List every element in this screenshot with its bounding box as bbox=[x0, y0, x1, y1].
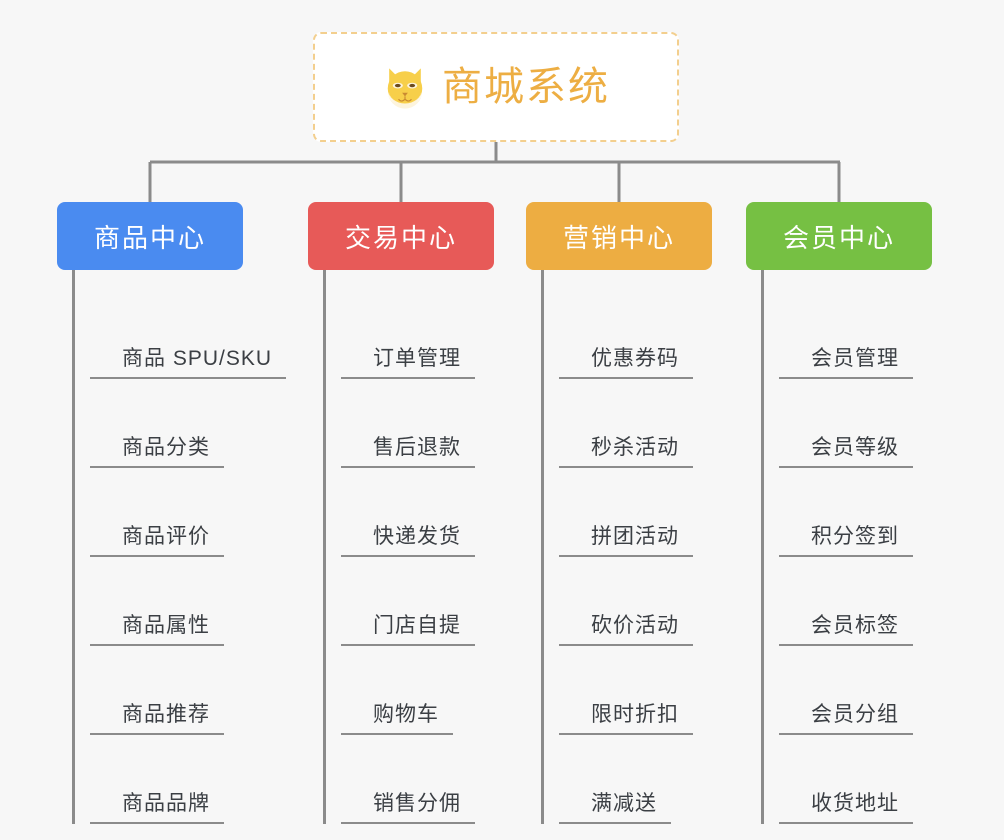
list-item[interactable]: 售后退款 bbox=[341, 379, 494, 468]
category-label-2: 营销中心 bbox=[562, 222, 675, 253]
leaf-label: 砍价活动 bbox=[559, 613, 693, 646]
list-item[interactable]: 限时折扣 bbox=[559, 646, 712, 735]
list-item[interactable]: 商品品牌 bbox=[90, 735, 243, 824]
leaf-label: 会员分组 bbox=[779, 702, 913, 735]
leaf-list-3: 会员管理 会员等级 积分签到 会员标签 会员分组 收货地址 bbox=[761, 270, 932, 824]
leaf-label: 订单管理 bbox=[341, 346, 475, 379]
list-item[interactable]: 会员等级 bbox=[779, 379, 932, 468]
category-column-3: 会员中心 会员管理 会员等级 积分签到 会员标签 会员分组 收货地址 bbox=[746, 202, 932, 824]
category-column-1: 交易中心 订单管理 售后退款 快递发货 门店自提 购物车 销售分佣 bbox=[308, 202, 494, 824]
category-label-0: 商品中心 bbox=[93, 222, 206, 253]
list-item[interactable]: 商品分类 bbox=[90, 379, 243, 468]
leaf-list-1: 订单管理 售后退款 快递发货 门店自提 购物车 销售分佣 bbox=[323, 270, 494, 824]
list-item[interactable]: 快递发货 bbox=[341, 468, 494, 557]
leaf-label: 收货地址 bbox=[779, 791, 913, 824]
category-column-0: 商品中心 商品 SPU/SKU 商品分类 商品评价 商品属性 商品推荐 商品品牌 bbox=[57, 202, 287, 824]
list-item[interactable]: 拼团活动 bbox=[559, 468, 712, 557]
leaf-label: 商品评价 bbox=[90, 524, 224, 557]
list-item[interactable]: 订单管理 bbox=[341, 290, 494, 379]
category-box-0[interactable]: 商品中心 bbox=[57, 202, 243, 270]
leaf-label: 商品属性 bbox=[90, 613, 224, 646]
list-item[interactable]: 商品 SPU/SKU bbox=[90, 290, 287, 379]
list-item[interactable]: 门店自提 bbox=[341, 557, 494, 646]
category-label-3: 会员中心 bbox=[782, 222, 895, 253]
category-box-1[interactable]: 交易中心 bbox=[308, 202, 494, 270]
leaf-label: 积分签到 bbox=[779, 524, 913, 557]
leaf-label: 优惠券码 bbox=[559, 346, 693, 379]
leaf-label: 售后退款 bbox=[341, 435, 475, 468]
root-node[interactable]: 商城系统 bbox=[313, 32, 679, 142]
list-item[interactable]: 秒杀活动 bbox=[559, 379, 712, 468]
list-item[interactable]: 商品属性 bbox=[90, 557, 243, 646]
leaf-label: 销售分佣 bbox=[341, 791, 475, 824]
leaf-label: 商品推荐 bbox=[90, 702, 224, 735]
list-item[interactable]: 商品评价 bbox=[90, 468, 243, 557]
leaf-label: 拼团活动 bbox=[559, 524, 693, 557]
leaf-list-2: 优惠券码 秒杀活动 拼团活动 砍价活动 限时折扣 满减送 bbox=[541, 270, 712, 824]
leaf-label: 会员等级 bbox=[779, 435, 913, 468]
category-box-3[interactable]: 会员中心 bbox=[746, 202, 932, 270]
list-item[interactable]: 会员标签 bbox=[779, 557, 932, 646]
leaf-label: 快递发货 bbox=[341, 524, 475, 557]
list-item[interactable]: 商品推荐 bbox=[90, 646, 243, 735]
list-item[interactable]: 收货地址 bbox=[779, 735, 932, 824]
leaf-label: 限时折扣 bbox=[559, 702, 693, 735]
list-item[interactable]: 优惠券码 bbox=[559, 290, 712, 379]
list-item[interactable]: 满减送 bbox=[559, 735, 712, 824]
leaf-label: 门店自提 bbox=[341, 613, 475, 646]
list-item[interactable]: 会员分组 bbox=[779, 646, 932, 735]
leaf-list-0: 商品 SPU/SKU 商品分类 商品评价 商品属性 商品推荐 商品品牌 bbox=[72, 270, 287, 824]
leaf-label: 秒杀活动 bbox=[559, 435, 693, 468]
list-item[interactable]: 销售分佣 bbox=[341, 735, 494, 824]
list-item[interactable]: 积分签到 bbox=[779, 468, 932, 557]
list-item[interactable]: 会员管理 bbox=[779, 290, 932, 379]
leaf-label: 商品 SPU/SKU bbox=[90, 346, 287, 379]
category-label-1: 交易中心 bbox=[344, 222, 457, 253]
leaf-label: 商品分类 bbox=[90, 435, 224, 468]
leaf-label: 会员标签 bbox=[779, 613, 913, 646]
root-title: 商城系统 bbox=[442, 65, 610, 109]
leaf-label: 商品品牌 bbox=[90, 791, 224, 824]
list-item[interactable]: 购物车 bbox=[341, 646, 494, 735]
list-item[interactable]: 砍价活动 bbox=[559, 557, 712, 646]
leaf-label: 会员管理 bbox=[779, 346, 913, 379]
category-column-2: 营销中心 优惠券码 秒杀活动 拼团活动 砍价活动 限时折扣 满减送 bbox=[526, 202, 712, 824]
leaf-label: 购物车 bbox=[341, 702, 453, 735]
category-box-2[interactable]: 营销中心 bbox=[526, 202, 712, 270]
leaf-label: 满减送 bbox=[559, 791, 671, 824]
shiba-dog-icon bbox=[387, 68, 423, 109]
